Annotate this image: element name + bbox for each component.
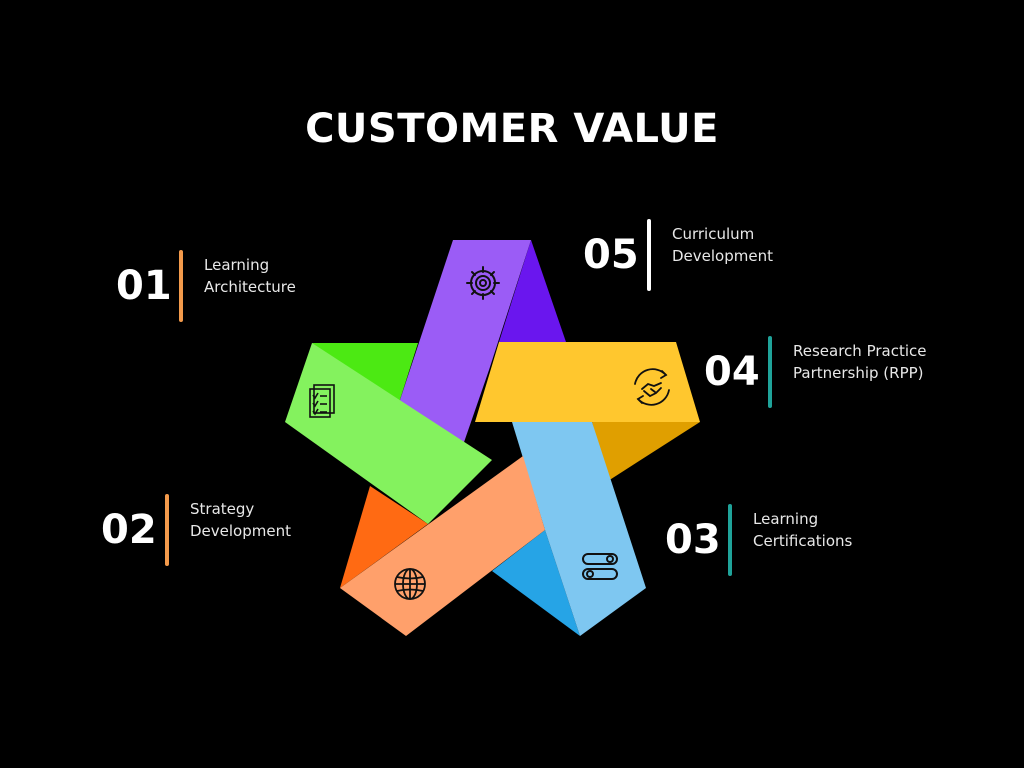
step-label-line1: Learning	[753, 510, 819, 528]
label-05: 05 Curriculum Development	[583, 219, 803, 295]
step-label-line1: Curriculum	[672, 225, 755, 243]
label-02: 02 Strategy Development	[101, 494, 321, 570]
step-label-line2: Development	[190, 522, 291, 540]
label-03: 03 Learning Certifications	[665, 504, 885, 580]
divider-bar	[179, 250, 183, 322]
step-label-line1: Strategy	[190, 500, 255, 518]
purple-ribbon	[398, 240, 531, 448]
label-04: 04 Research Practice Partnership (RPP)	[704, 336, 944, 412]
step-label-line2: Partnership (RPP)	[793, 364, 924, 382]
step-label-line2: Certifications	[753, 532, 853, 550]
step-label-line1: Learning	[204, 256, 270, 274]
blue-ribbon-shadow	[492, 530, 580, 636]
handshake-icon	[634, 368, 670, 406]
green-ribbon-shadow	[312, 343, 418, 406]
yellow-ribbon-shadow	[592, 422, 700, 481]
toggle-switch-icon	[582, 553, 618, 580]
yellow-ribbon	[475, 342, 700, 422]
step-label-line2: Architecture	[204, 278, 296, 296]
divider-bar	[647, 219, 651, 291]
step-label: Curriculum Development	[672, 223, 773, 267]
divider-bar	[728, 504, 732, 576]
step-number: 02	[101, 507, 157, 553]
orange-ribbon-shadow	[340, 486, 428, 588]
blue-ribbon	[512, 422, 646, 636]
step-number: 01	[116, 263, 172, 309]
step-number: 03	[665, 517, 721, 563]
step-label-line1: Research Practice	[793, 342, 927, 360]
gear-icon	[466, 266, 500, 300]
divider-bar	[768, 336, 772, 408]
step-label: Strategy Development	[190, 498, 291, 542]
step-label-line2: Development	[672, 247, 773, 265]
step-number: 04	[704, 349, 760, 395]
checklist-icon	[309, 384, 335, 418]
step-label: Learning Certifications	[753, 508, 852, 552]
step-label: Research Practice Partnership (RPP)	[793, 340, 926, 384]
label-01: 01 Learning Architecture	[116, 250, 336, 326]
step-number: 05	[583, 232, 639, 278]
divider-bar	[165, 494, 169, 566]
purple-ribbon-shadow	[499, 240, 566, 342]
page-title: CUSTOMER VALUE	[305, 106, 719, 152]
orange-ribbon	[340, 456, 545, 636]
green-ribbon	[285, 343, 492, 524]
step-label: Learning Architecture	[204, 254, 296, 298]
globe-icon	[394, 568, 426, 600]
